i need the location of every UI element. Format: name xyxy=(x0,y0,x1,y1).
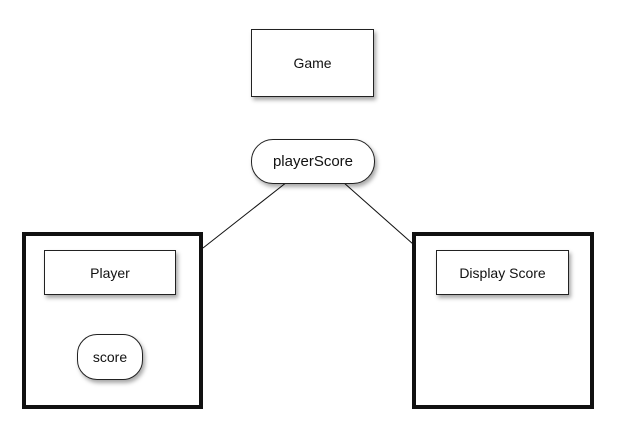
score-node: score xyxy=(77,334,143,380)
display-score-box: Display Score xyxy=(436,250,569,295)
player-score-node: playerScore xyxy=(251,139,375,184)
display-score-label: Display Score xyxy=(459,264,546,281)
game-label: Game xyxy=(293,55,332,71)
edge-playerscore-to-display-container xyxy=(342,181,414,245)
player-label: Player xyxy=(90,264,130,281)
player-box: Player xyxy=(44,250,176,295)
game-box: Game xyxy=(251,29,374,97)
edge-playerscore-to-player-container xyxy=(202,181,288,249)
score-label: score xyxy=(92,349,128,365)
player-score-label: playerScore xyxy=(272,153,354,170)
